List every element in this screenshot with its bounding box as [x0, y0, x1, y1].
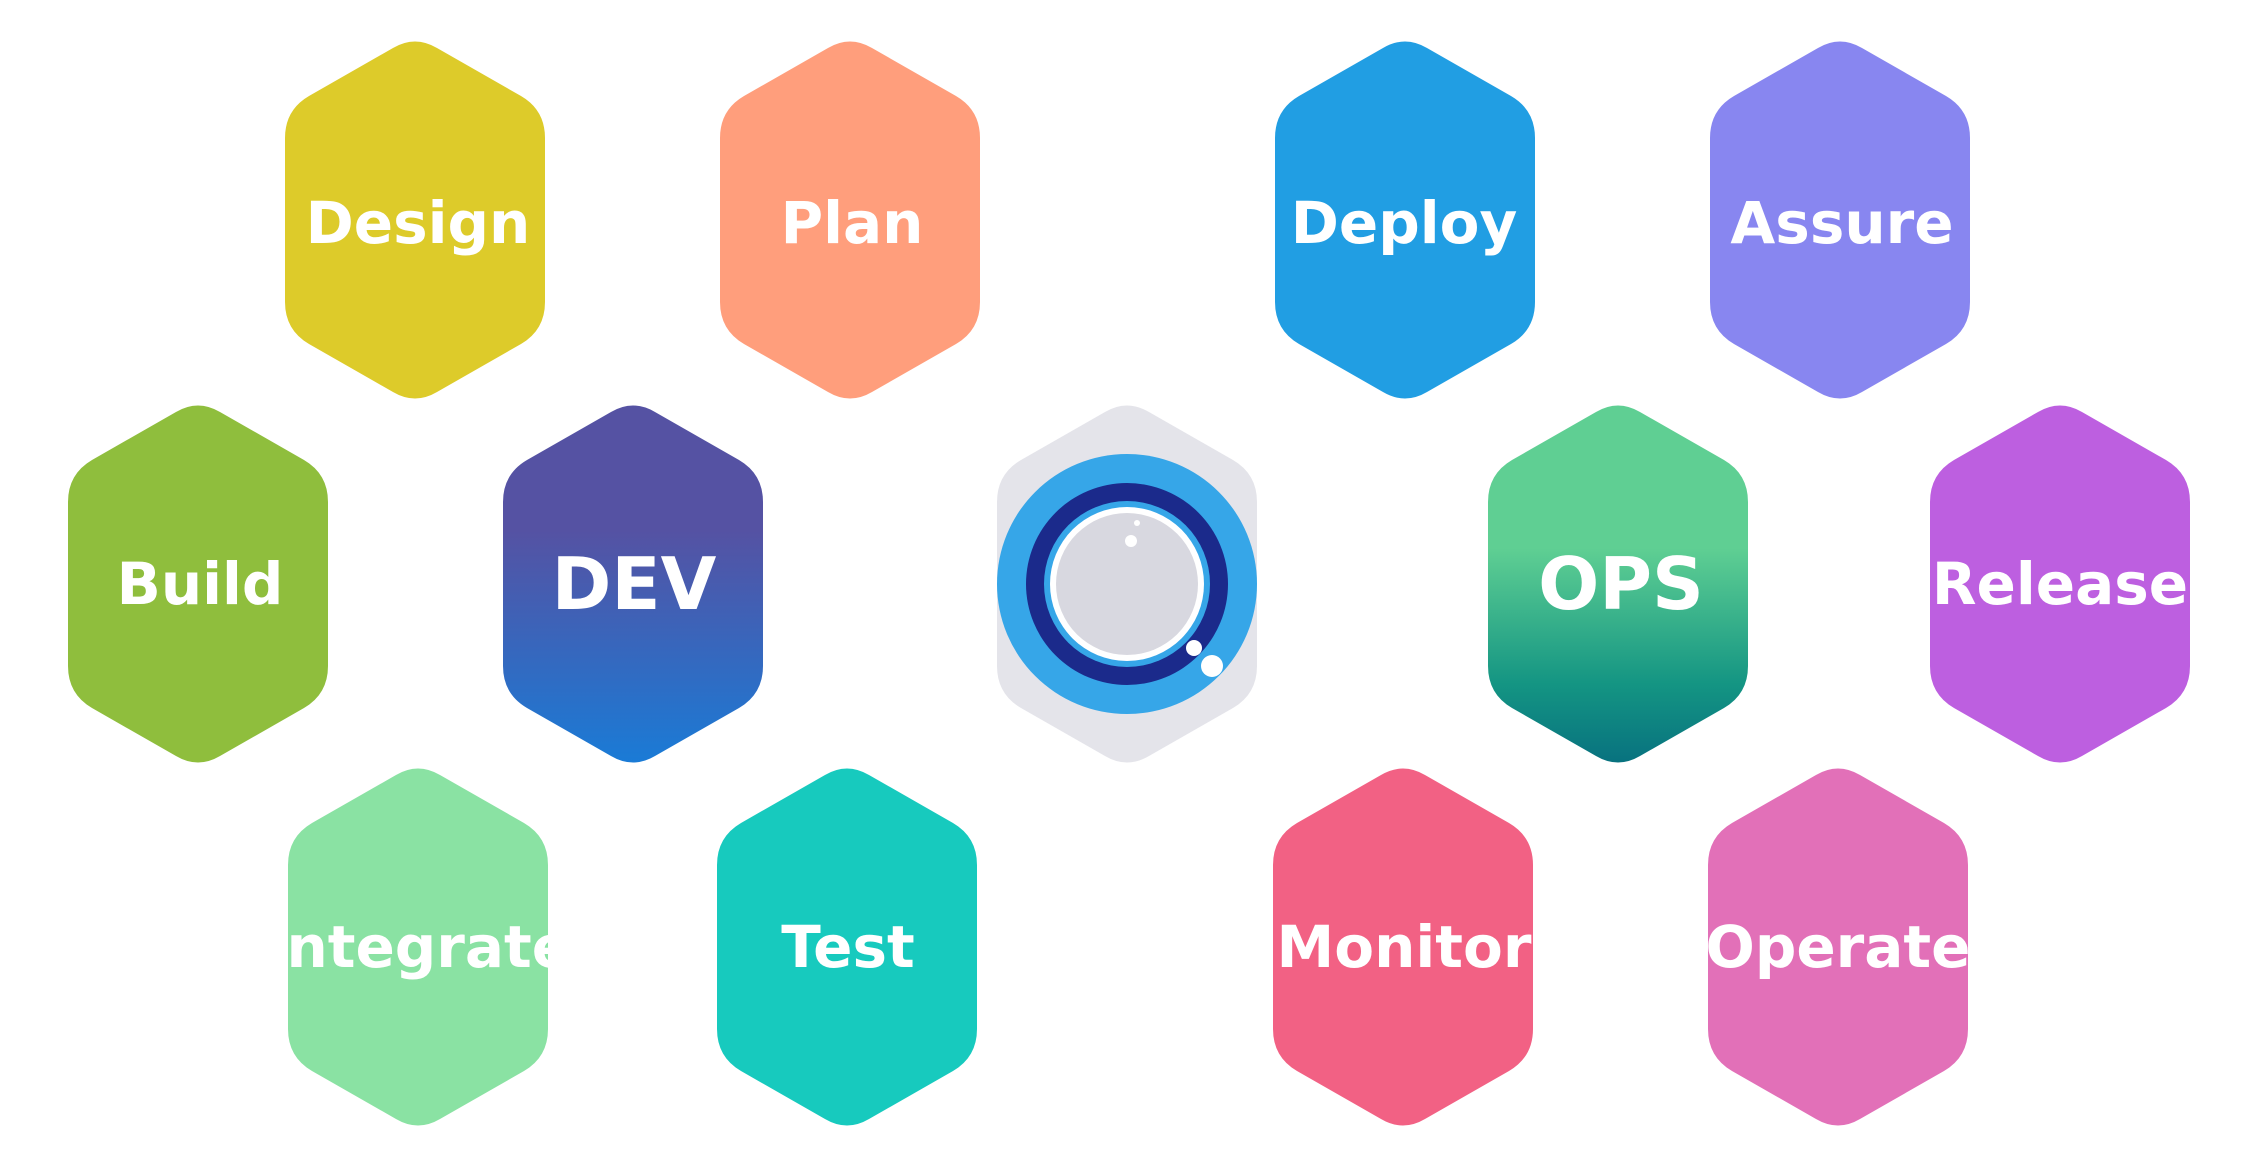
- stage-label: Design: [306, 189, 531, 257]
- hex-shape: [720, 41, 980, 399]
- hex-assure: Assure: [1710, 41, 1970, 399]
- hex-build: Build: [68, 405, 328, 763]
- stage-label: Operate: [1706, 913, 1971, 981]
- stage-label: Plan: [781, 189, 924, 257]
- hex-center-lens: [997, 405, 1257, 763]
- hex-shape: [1710, 41, 1970, 399]
- hex-shape: [1273, 768, 1533, 1126]
- stage-label: Release: [1932, 550, 2188, 618]
- hex-shape: [68, 405, 328, 763]
- hex-operate: Operate: [1706, 768, 1971, 1126]
- hex-shape: [288, 768, 548, 1126]
- hex-design: Design: [285, 41, 545, 399]
- stage-label: Deploy: [1291, 189, 1518, 257]
- hex-test: Test: [717, 768, 977, 1126]
- ops-label: OPS: [1538, 542, 1704, 626]
- hex-shape: [1488, 405, 1748, 763]
- hex-shape: [285, 41, 545, 399]
- hex-shape: [1275, 41, 1535, 399]
- stage-label: Build: [117, 550, 284, 618]
- lens-icon: [997, 454, 1257, 714]
- hex-dev: DEV: [503, 405, 763, 763]
- hex-deploy: Deploy: [1275, 41, 1535, 399]
- hex-release: Release: [1930, 405, 2190, 763]
- stage-label: Test: [781, 913, 914, 981]
- hex-monitor: Monitor: [1273, 768, 1533, 1126]
- hex-shape: [1708, 768, 1968, 1126]
- hex-shape: [503, 405, 763, 763]
- hex-plan: Plan: [720, 41, 980, 399]
- hex-shape: [1930, 405, 2190, 763]
- hex-shape: [717, 768, 977, 1126]
- dev-label: DEV: [552, 542, 717, 626]
- hex-integrate: Integrate: [265, 768, 571, 1126]
- stage-label: Monitor: [1277, 913, 1532, 981]
- stage-label: Integrate: [265, 913, 571, 981]
- stage-label: Assure: [1730, 189, 1953, 257]
- hex-ops: OPS: [1488, 405, 1748, 763]
